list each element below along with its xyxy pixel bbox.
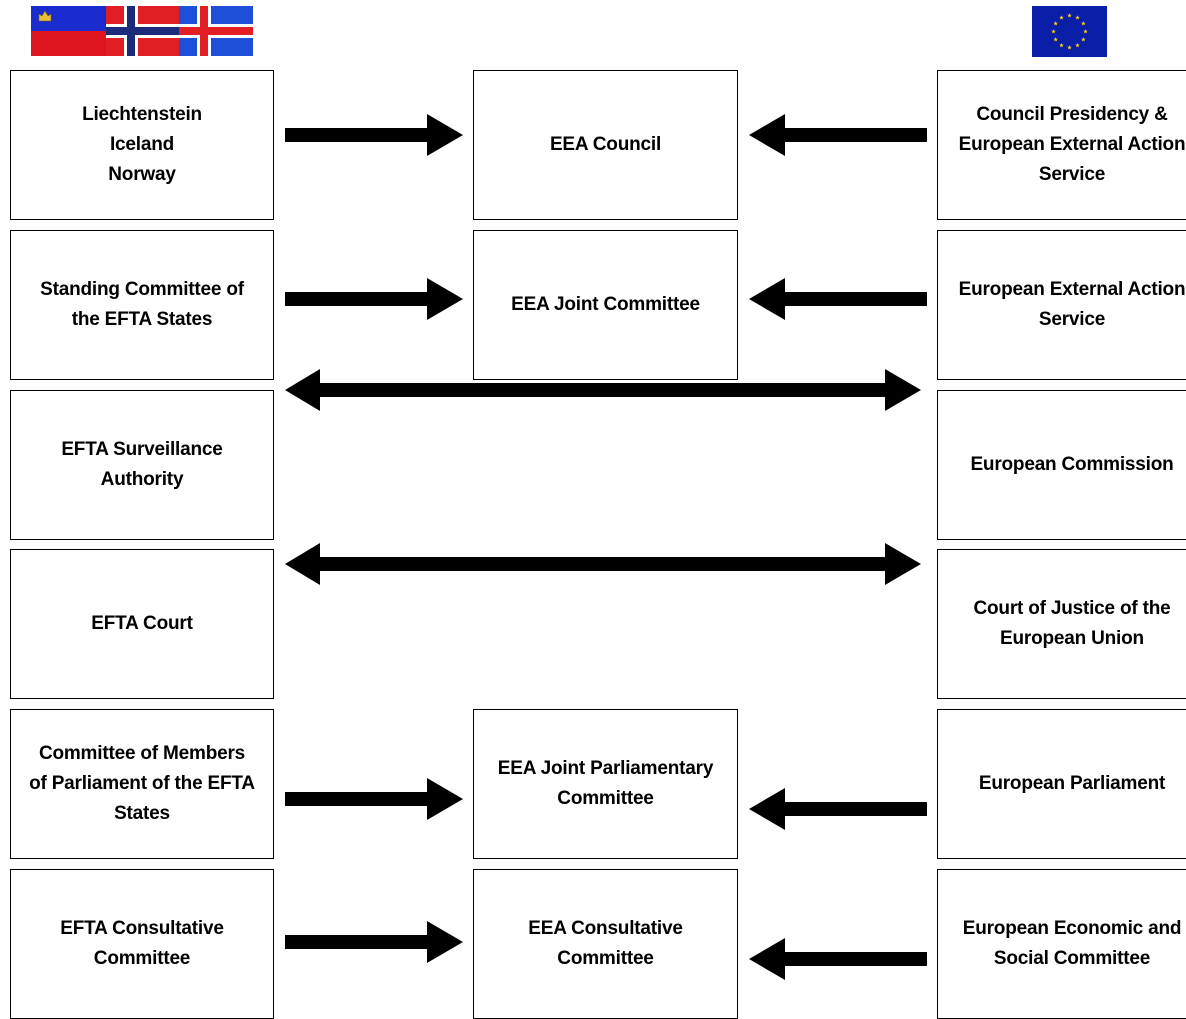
arrow-efta-to-eea-joint-parliamentary	[285, 778, 463, 820]
eea-council-box: EEA Council	[473, 70, 738, 220]
eea-council-label: EEA Council	[549, 134, 662, 155]
eu-star-icon	[1053, 37, 1058, 42]
efta-surveillance-label: EFTA Surveillance Authority	[61, 439, 223, 490]
eu-star-icon	[1075, 15, 1080, 20]
arrow-efta-to-eea-council	[285, 114, 463, 156]
eu-flag-icon	[1032, 6, 1107, 57]
eu-parliament-label: European Parliament	[978, 773, 1166, 794]
arrow-eu-to-eea-joint-parliamentary	[749, 788, 927, 830]
efta-parliament-committee-label: Committee of Members of Parliament of th…	[29, 743, 255, 824]
eu-star-icon	[1075, 42, 1080, 48]
eu-external-action-label: European External Action Service	[958, 279, 1186, 330]
eu-council-box: Council Presidency & European External A…	[937, 70, 1186, 220]
efta-parliament-committee-box: Committee of Members of Parliament of th…	[10, 709, 274, 859]
standing-committee-label: Standing Committee of the EFTA States	[40, 279, 244, 330]
eea-consultative-label: EEA Consultative Committee	[528, 918, 683, 969]
efta-surveillance-box: EFTA Surveillance Authority	[10, 390, 274, 540]
eea-joint-committee-box: EEA Joint Committee	[473, 230, 738, 380]
arrow-efta-to-eea-joint-committee	[285, 278, 463, 320]
arrow-efta-to-eea-consultative	[285, 921, 463, 963]
eu-council-label: Council Presidency & European External A…	[958, 104, 1186, 185]
eu-star-icon	[1051, 29, 1056, 34]
eea-joint-parliamentary-label: EEA Joint Parliamentary Committee	[497, 758, 714, 809]
eu-star-icon	[1059, 42, 1064, 48]
double-arrow-court-court	[285, 543, 921, 585]
arrow-eu-to-eea-consultative	[749, 938, 927, 980]
eu-star-icon	[1053, 21, 1058, 26]
liechtenstein-flag-icon	[31, 6, 106, 56]
efta-consultative-label: EFTA Consultative Committee	[60, 918, 224, 969]
efta-states-label: Liechtenstein Iceland Norway	[82, 104, 202, 185]
arrow-eu-to-eea-joint-committee	[749, 278, 927, 320]
efta-court-label: EFTA Court	[91, 613, 193, 634]
eu-star-icon	[1067, 13, 1072, 18]
standing-committee-box: Standing Committee of the EFTA States	[10, 230, 274, 380]
norway-flag-icon	[106, 6, 179, 56]
eu-star-icon	[1081, 21, 1086, 26]
eu-star-icon	[1059, 15, 1064, 20]
eea-joint-parliamentary-box: EEA Joint Parliamentary Committee	[473, 709, 738, 859]
eu-commission-label: European Commission	[970, 454, 1174, 475]
efta-court-box: EFTA Court	[10, 549, 274, 699]
arrow-eu-to-eea-council	[749, 114, 927, 156]
eu-star-icon	[1067, 45, 1072, 50]
eu-parliament-box: European Parliament	[937, 709, 1186, 859]
eu-court-box: Court of Justice of the European Union	[937, 549, 1186, 699]
eea-joint-committee-label: EEA Joint Committee	[511, 294, 700, 315]
eu-star-icon	[1081, 37, 1086, 42]
efta-consultative-box: EFTA Consultative Committee	[10, 869, 274, 1019]
eu-economic-social-label: European Economic and Social Committee	[962, 918, 1182, 969]
iceland-flag-icon	[179, 6, 253, 56]
eu-star-icon	[1083, 29, 1088, 34]
eea-consultative-box: EEA Consultative Committee	[473, 869, 738, 1019]
efta-states-box: Liechtenstein Iceland Norway	[10, 70, 274, 220]
eu-court-label: Court of Justice of the European Union	[973, 598, 1171, 649]
double-arrow-surveillance-commission	[285, 369, 921, 411]
eu-external-action-box: European External Action Service	[937, 230, 1186, 380]
eu-economic-social-box: European Economic and Social Committee	[937, 869, 1186, 1019]
eu-commission-box: European Commission	[937, 390, 1186, 540]
